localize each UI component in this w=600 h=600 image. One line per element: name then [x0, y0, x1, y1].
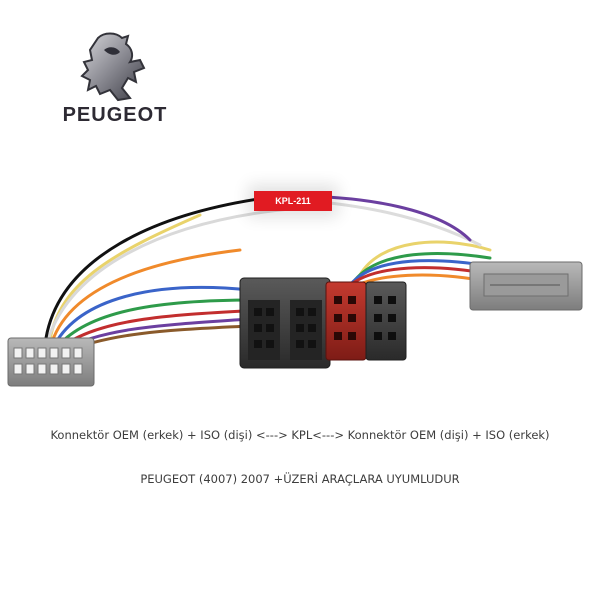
- connector-description: Konnektör OEM (erkek) + ISO (dişi) <--->…: [50, 428, 550, 442]
- oem-male-connector-right: [469, 261, 583, 311]
- product-label: KPL-211: [254, 191, 332, 211]
- lion-icon: [80, 32, 146, 102]
- oem-female-connector-left: [7, 337, 95, 387]
- iso-black-connector: [239, 277, 331, 369]
- peugeot-logo: PEUGEOT: [40, 30, 190, 130]
- cable-harness-image: [7, 194, 583, 387]
- iso-red-black-connector: [325, 281, 407, 361]
- compatibility-note: PEUGEOT (4007) 2007 +ÜZERİ ARAÇLARA UYUM…: [140, 472, 460, 486]
- brand-wordmark: PEUGEOT: [62, 104, 168, 126]
